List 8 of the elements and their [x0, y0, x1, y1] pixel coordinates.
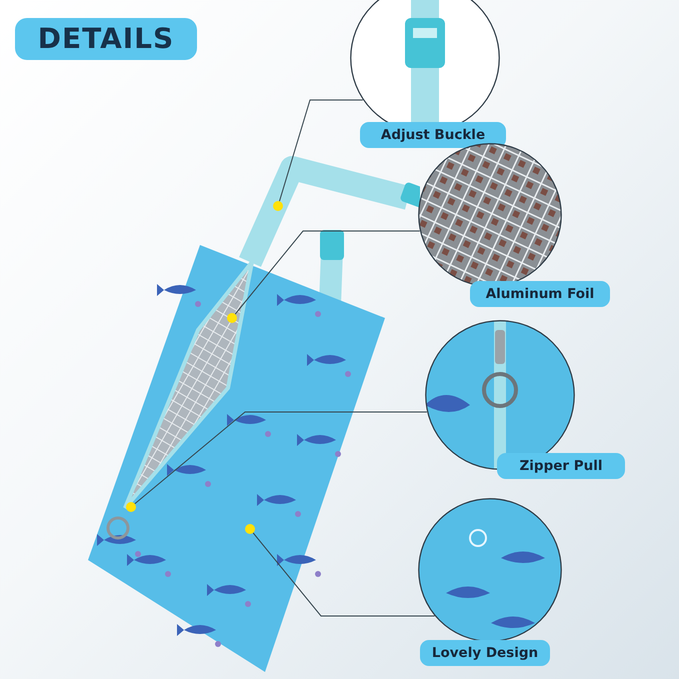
title-banner: DETAILS	[15, 18, 197, 60]
leader-line	[134, 412, 428, 504]
feature-label: Lovely Design	[420, 640, 550, 666]
leader-line	[278, 100, 364, 202]
leader-line	[252, 532, 436, 616]
feature-label: Adjust Buckle	[360, 122, 506, 148]
feature-label: Aluminum Foil	[470, 281, 610, 307]
feature-label: Zipper Pull	[497, 453, 625, 479]
